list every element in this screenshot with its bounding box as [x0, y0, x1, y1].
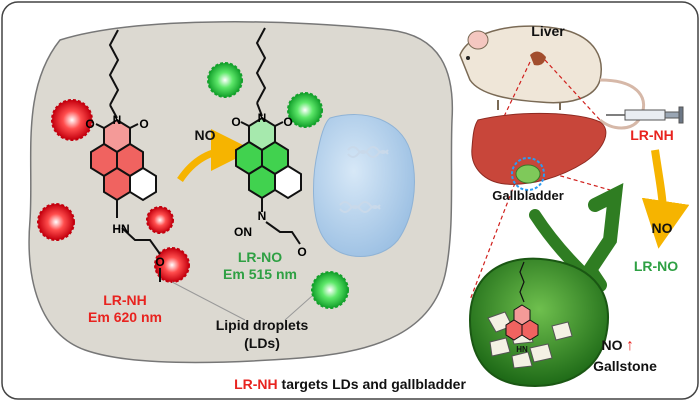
atom-o: O — [139, 117, 148, 131]
atom-n: N — [258, 209, 267, 223]
zoom-lines — [469, 59, 611, 301]
lr-nh-label: LR-NH — [103, 292, 147, 308]
caption-text: targets LDs and gallbladder — [278, 376, 467, 392]
lr-nh-molecule — [90, 29, 161, 282]
atom-hn: HN — [112, 222, 129, 236]
up-arrow-icon: ↑ — [626, 337, 634, 354]
atom-o: O — [283, 115, 292, 129]
gallbladder-highlight — [511, 157, 545, 191]
liver-organ — [471, 112, 607, 185]
dna-strands — [339, 146, 389, 213]
atom-o: O — [297, 245, 306, 259]
reaction-arrow — [177, 129, 253, 183]
atom-o: O — [231, 115, 240, 129]
green-droplet — [311, 271, 349, 309]
ld-pointer-lines — [171, 281, 313, 321]
red-lipid-droplets — [37, 99, 190, 283]
emission-620-label: Em 620 nm — [88, 309, 162, 325]
mini-molecule — [505, 261, 539, 341]
green-droplet — [207, 62, 243, 98]
gallbladder-enlarged — [468, 182, 624, 387]
atom-o: O — [155, 255, 164, 269]
no-right-label: NO — [652, 220, 673, 236]
atom-n: N — [258, 111, 267, 125]
lipid-droplets-label: Lipid droplets — [216, 317, 309, 333]
green-droplet — [287, 92, 323, 128]
atom-o: O — [85, 117, 94, 131]
green-lipid-droplets — [207, 62, 349, 309]
lds-label: (LDs) — [244, 335, 280, 351]
gallbladder-label: Gallbladder — [492, 188, 564, 203]
caption-probe: LR-NH — [234, 376, 278, 392]
red-droplet — [37, 203, 75, 241]
lr-no-label: LR-NO — [238, 249, 282, 265]
no-reagent-label: NO — [195, 127, 216, 143]
no-increase-label: NO — [602, 337, 623, 353]
red-droplet — [51, 99, 93, 141]
syringe-icon — [606, 106, 684, 124]
nucleus — [313, 114, 415, 257]
lr-no-right-label: LR-NO — [634, 258, 678, 274]
atom-n: N — [113, 113, 122, 127]
cell-membrane — [28, 21, 454, 364]
red-droplet — [146, 206, 174, 234]
liver-label: Liver — [531, 23, 565, 39]
mini-atom-hn: HN — [516, 345, 528, 354]
lr-no-molecule — [235, 27, 302, 245]
lr-nh-injection-label: LR-NH — [630, 127, 674, 143]
figure-caption: LR-NH targets LDs and gallbladder — [234, 376, 466, 392]
emission-515-label: Em 515 nm — [223, 266, 297, 282]
gallstone-label: Gallstone — [593, 358, 657, 374]
right-reaction-arrow — [641, 149, 690, 249]
gallbladder-small — [515, 164, 541, 184]
atom-on: ON — [234, 225, 252, 239]
